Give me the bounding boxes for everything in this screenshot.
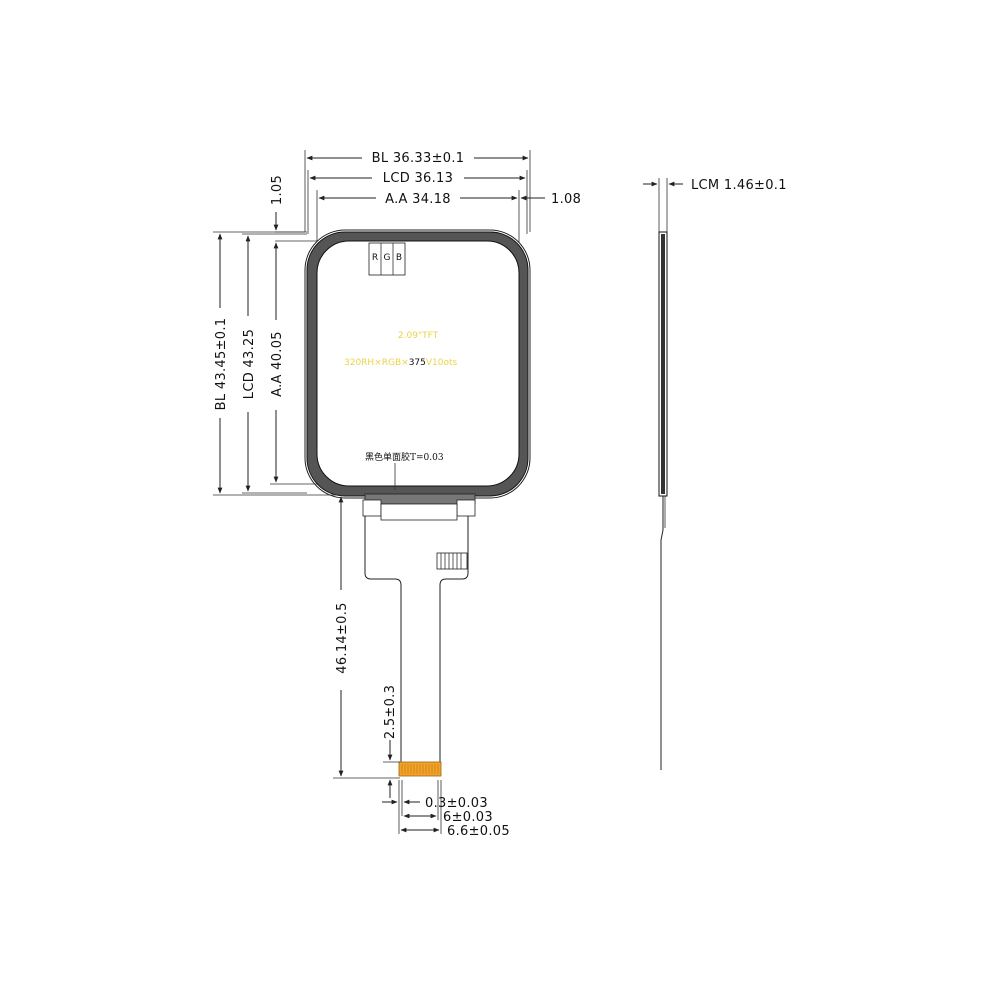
side-fpc-tail <box>660 496 664 770</box>
dim-lcd-height: LCD 43.25 <box>240 233 307 494</box>
rgb-r: R <box>372 253 378 263</box>
svg-text:BL 36.33±0.1: BL 36.33±0.1 <box>372 151 465 166</box>
svg-text:LCD 36.13: LCD 36.13 <box>383 171 453 186</box>
fpc-bond-area <box>362 493 476 521</box>
dim-pin-span: 6±0.03 <box>443 810 493 825</box>
dim-aa-width: A.A 34.18 1.08 <box>316 190 581 242</box>
resolution-suffix: V10ots <box>426 358 458 368</box>
active-area <box>316 240 520 487</box>
fpc-connector-gold-fingers <box>398 761 442 777</box>
svg-text:A.A 34.18: A.A 34.18 <box>385 192 451 207</box>
resolution-value: 375 <box>409 358 426 368</box>
dim-bl-height: BL 43.45±0.1 <box>212 231 340 496</box>
dim-lcd-width: LCD 36.13 <box>307 170 528 234</box>
svg-text:LCD 43.25: LCD 43.25 <box>242 329 257 399</box>
dim-lcm-thickness: LCM 1.46±0.1 <box>691 178 787 193</box>
svg-text:BL 43.45±0.1: BL 43.45±0.1 <box>214 318 229 411</box>
svg-text:46.14±0.5: 46.14±0.5 <box>335 602 350 673</box>
panel-model-text: 2.09"TFT <box>398 331 439 341</box>
dim-connector-width: 6.6±0.05 <box>447 824 510 839</box>
dim-bl-width: BL 36.33±0.1 <box>304 150 531 232</box>
rgb-g: G <box>384 253 391 263</box>
svg-text:1.05: 1.05 <box>270 175 285 205</box>
side-view: LCM 1.46±0.1 <box>643 178 787 770</box>
tape-note: 黑色单面胶T=0.03 <box>365 451 444 463</box>
dim-right-offset: 1.08 <box>551 192 581 207</box>
dim-top-offset: 1.05 <box>270 175 317 242</box>
svg-text:A.A 40.05: A.A 40.05 <box>270 331 285 397</box>
dim-connector-height: 2.5±0.3 <box>383 685 400 798</box>
dim-fpc-length: 46.14±0.5 <box>333 496 400 779</box>
resolution-prefix: 320RH×RGB× <box>344 358 409 368</box>
fpc-tail-outline <box>364 516 469 762</box>
fpc-pad-array <box>436 552 468 570</box>
rgb-label-group: R G B <box>368 242 406 276</box>
svg-text:2.5±0.3: 2.5±0.3 <box>383 685 398 739</box>
rgb-b: B <box>396 253 402 263</box>
panel-front-view <box>304 229 531 499</box>
dim-aa-height: A.A 40.05 <box>268 242 317 485</box>
dim-bottom-connector: 0.3±0.03 6±0.03 6.6±0.05 <box>382 780 510 839</box>
panel-resolution-text: 320RH×RGB×375V10ots <box>344 358 458 368</box>
dim-pin-pitch: 0.3±0.03 <box>425 796 488 811</box>
